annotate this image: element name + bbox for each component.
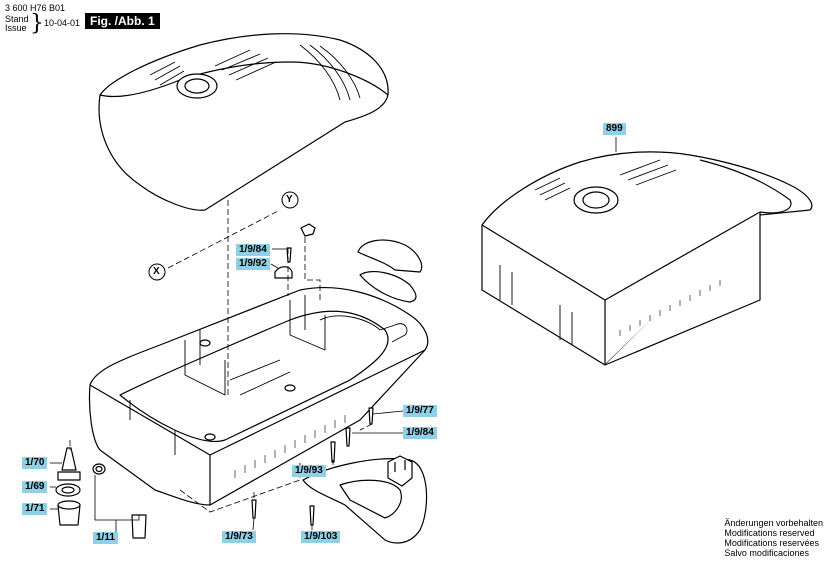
callout-1-9-84-top: 1/9/84 xyxy=(236,244,270,256)
callout-1-9-93: 1/9/93 xyxy=(292,465,326,477)
top-cover-part xyxy=(98,33,389,211)
note-line-fr: Modifications reservées xyxy=(724,538,819,548)
callout-899: 899 xyxy=(603,123,626,135)
callout-1-9-84-bottom: 1/9/84 xyxy=(403,427,437,439)
callout-1-9-103: 1/9/103 xyxy=(301,531,341,543)
callout-1-9-77: 1/9/77 xyxy=(403,405,437,417)
callout-1-71: 1/71 xyxy=(22,503,48,515)
assembled-housing-part xyxy=(481,151,813,366)
small-parts xyxy=(55,223,428,544)
callout-1-11: 1/11 xyxy=(93,532,118,544)
axis-y-label: Y xyxy=(286,194,293,205)
stand-label: Stand xyxy=(5,14,29,24)
axis-y-marker xyxy=(281,191,299,209)
axis-x-marker xyxy=(148,263,166,281)
drawing-number: 3 600 H76 B01 xyxy=(5,3,66,13)
callout-1-70: 1/70 xyxy=(22,457,48,469)
figure-badge: Fig. /Abb. 1 xyxy=(85,13,160,29)
base-housing-part xyxy=(88,287,429,506)
callout-1-9-92: 1/9/92 xyxy=(236,258,270,270)
issue-label: Issue xyxy=(5,23,27,33)
axis-x-label: X xyxy=(153,266,160,277)
callout-1-69: 1/69 xyxy=(22,481,48,493)
modifications-note: Änderungen vorbehalten Modifications res… xyxy=(724,518,823,558)
callout-leaders xyxy=(50,137,617,532)
brace-glyph: } xyxy=(30,11,44,36)
note-line-de: Änderungen vorbehalten xyxy=(724,518,823,528)
callout-1-9-73: 1/9/73 xyxy=(222,531,256,543)
issue-date: 10-04-01 xyxy=(44,18,81,28)
note-line-en: Modifications reserved xyxy=(724,528,815,538)
leader-lines xyxy=(69,200,373,513)
note-line-es: Salvo modificaciones xyxy=(724,548,809,558)
